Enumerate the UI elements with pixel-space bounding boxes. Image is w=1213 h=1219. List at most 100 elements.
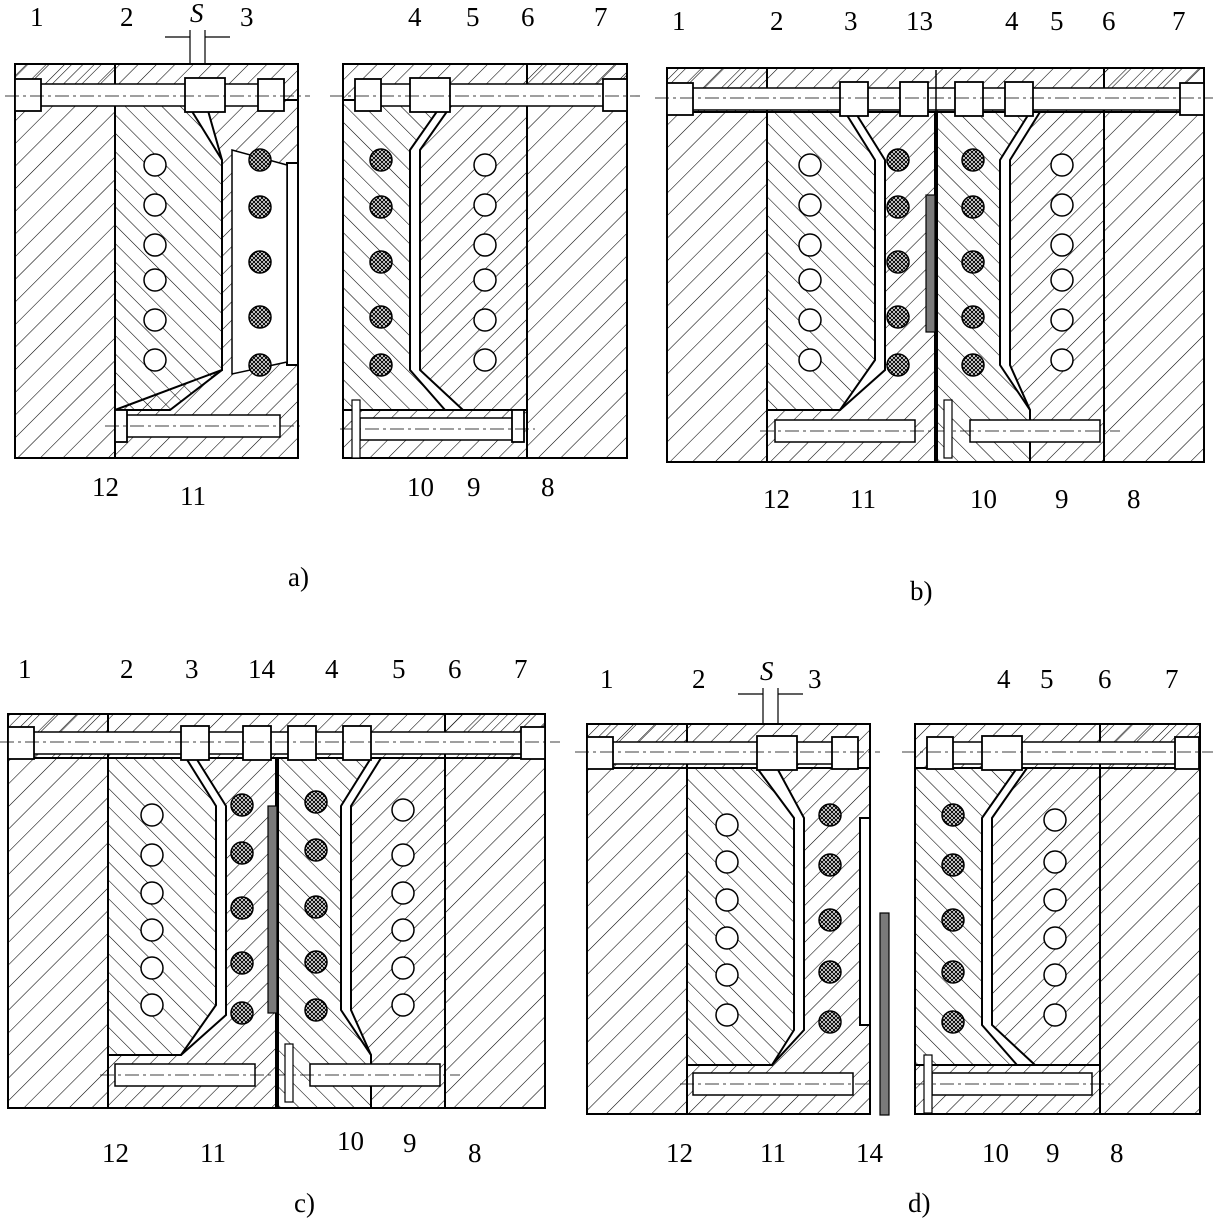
svg-text:11: 11 <box>850 484 876 514</box>
svg-text:2: 2 <box>770 6 784 36</box>
plate-13 <box>925 194 936 333</box>
svg-text:1: 1 <box>18 654 32 684</box>
svg-text:11: 11 <box>760 1138 786 1168</box>
svg-text:11: 11 <box>200 1138 226 1168</box>
cooling-holes-d-left <box>715 813 739 1027</box>
plate-14 <box>267 805 278 1014</box>
svg-text:3: 3 <box>185 654 199 684</box>
svg-text:9: 9 <box>1046 1138 1060 1168</box>
cooling-holes-c <box>140 798 415 1017</box>
svg-text:3: 3 <box>240 2 254 32</box>
svg-text:13: 13 <box>906 6 933 36</box>
panel-a-right-assembly <box>330 63 640 459</box>
svg-text:1: 1 <box>30 2 44 32</box>
caption-c: c) <box>294 1188 315 1218</box>
gap-dimension-a: S <box>165 0 230 64</box>
plate-1 <box>666 67 768 463</box>
svg-text:11: 11 <box>180 481 206 511</box>
spring-block-a <box>184 77 226 113</box>
panel-a-labels: 1 2 3 4 5 6 7 8 9 10 11 12 a) <box>30 2 608 592</box>
svg-text:12: 12 <box>92 472 119 502</box>
panel-a-left-assembly <box>5 63 310 459</box>
svg-text:5: 5 <box>1050 6 1064 36</box>
heaters-b <box>886 148 985 377</box>
plate-7 <box>526 63 628 459</box>
heaters-d-right <box>941 803 965 1034</box>
svg-text:14: 14 <box>248 654 276 684</box>
bolt-b <box>691 87 1183 111</box>
svg-text:8: 8 <box>468 1138 482 1168</box>
cooling-holes-a-right <box>473 153 497 372</box>
svg-text:1: 1 <box>672 6 686 36</box>
plate-7 <box>444 713 546 1109</box>
svg-text:12: 12 <box>666 1138 693 1168</box>
svg-text:9: 9 <box>467 472 481 502</box>
core-12 <box>114 99 223 411</box>
svg-text:4: 4 <box>1005 6 1019 36</box>
svg-text:6: 6 <box>448 654 462 684</box>
svg-text:7: 7 <box>594 2 608 32</box>
svg-text:2: 2 <box>120 654 134 684</box>
svg-text:5: 5 <box>392 654 406 684</box>
bolt-nut-right <box>257 78 285 112</box>
svg-text:12: 12 <box>763 484 790 514</box>
svg-text:1: 1 <box>600 664 614 694</box>
svg-text:4: 4 <box>325 654 339 684</box>
gap-dimension-d: S <box>738 656 803 724</box>
svg-text:5: 5 <box>466 2 480 32</box>
svg-text:10: 10 <box>982 1138 1009 1168</box>
bolt-2 <box>39 83 271 107</box>
svg-text:6: 6 <box>1102 6 1116 36</box>
svg-text:7: 7 <box>1172 6 1186 36</box>
thermocouple-10 <box>351 399 361 459</box>
panel-c-labels: 1 2 3 14 4 5 6 7 8 9 10 11 12 c) <box>18 654 528 1218</box>
panel-d: S 1 2 3 4 5 6 7 8 9 10 11 12 14 d) <box>575 656 1213 1218</box>
cooling-holes-b <box>798 153 1074 372</box>
plate-14 <box>879 912 890 1116</box>
svg-text:7: 7 <box>1165 664 1179 694</box>
panel-d-labels: 1 2 3 4 5 6 7 8 9 10 11 12 14 d) <box>600 664 1179 1218</box>
caption-d: d) <box>908 1188 931 1218</box>
svg-text:3: 3 <box>808 664 822 694</box>
heaters-c <box>230 790 328 1025</box>
svg-text:4: 4 <box>408 2 422 32</box>
panel-b: 1 2 3 13 4 5 6 7 8 9 10 11 12 b) <box>655 6 1213 606</box>
svg-text:8: 8 <box>541 472 555 502</box>
cavity-4 <box>936 111 1032 463</box>
gap-label-a: S <box>190 0 204 28</box>
svg-text:7: 7 <box>514 654 528 684</box>
heaters-a-right <box>369 148 393 377</box>
heaters-a-left <box>248 148 272 377</box>
plate-1 <box>14 63 116 459</box>
svg-text:2: 2 <box>692 664 706 694</box>
svg-text:10: 10 <box>970 484 997 514</box>
svg-text:10: 10 <box>407 472 434 502</box>
cooling-holes-d-right <box>1043 808 1067 1027</box>
plate-7 <box>1103 67 1205 463</box>
heaters-d-left <box>818 803 842 1034</box>
core-12 <box>766 111 876 411</box>
panel-b-labels: 1 2 3 13 4 5 6 7 8 9 10 11 12 b) <box>672 6 1186 606</box>
svg-text:8: 8 <box>1110 1138 1124 1168</box>
core-6 <box>419 99 528 411</box>
bolt-head-left <box>14 78 42 112</box>
panel-d-left-assembly <box>575 723 880 1115</box>
panel-c: 1 2 3 14 4 5 6 7 8 9 10 11 12 c) <box>0 654 560 1218</box>
svg-text:12: 12 <box>102 1138 129 1168</box>
svg-text:2: 2 <box>120 2 134 32</box>
gap-label-d: S <box>760 656 774 686</box>
svg-text:10: 10 <box>337 1126 364 1156</box>
cooling-holes-a-left <box>143 153 167 372</box>
plate-1 <box>7 713 109 1109</box>
svg-text:6: 6 <box>1098 664 1112 694</box>
svg-text:9: 9 <box>1055 484 1069 514</box>
caption-a: a) <box>288 562 309 592</box>
svg-text:4: 4 <box>997 664 1011 694</box>
panel-d-right-assembly <box>902 723 1213 1115</box>
svg-text:5: 5 <box>1040 664 1054 694</box>
svg-text:9: 9 <box>403 1128 417 1158</box>
svg-text:3: 3 <box>844 6 858 36</box>
svg-text:8: 8 <box>1127 484 1141 514</box>
bolt-5 <box>364 83 606 107</box>
